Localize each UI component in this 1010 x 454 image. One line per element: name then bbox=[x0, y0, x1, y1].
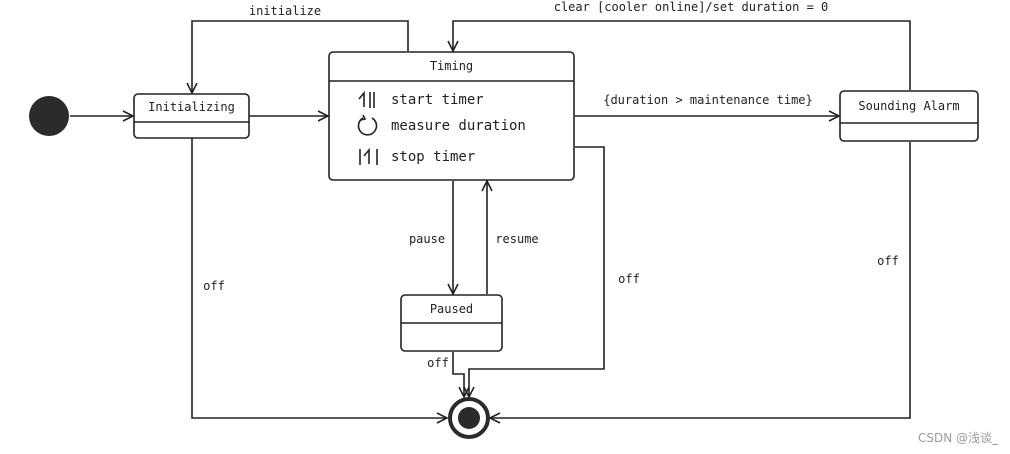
activity-start-timer: start timer bbox=[391, 92, 484, 108]
initial-node bbox=[29, 96, 69, 136]
transition-off-timing bbox=[469, 146, 605, 397]
state-sounding-alarm: Sounding Alarm bbox=[839, 90, 979, 142]
state-initializing: Initializing bbox=[133, 93, 250, 139]
final-node bbox=[448, 397, 490, 439]
label-off-timing: off bbox=[618, 272, 640, 286]
activity-measure-duration: measure duration bbox=[391, 118, 526, 134]
state-paused: Paused bbox=[400, 294, 503, 352]
label-off-alarm: off bbox=[877, 254, 899, 268]
start-timer-icon bbox=[358, 90, 375, 108]
transition-initialize bbox=[192, 20, 409, 93]
transition-off-alarm bbox=[490, 142, 911, 418]
state-initializing-name: Initializing bbox=[148, 100, 235, 114]
activity-stop-timer: stop timer bbox=[391, 149, 475, 165]
state-sounding-alarm-name: Sounding Alarm bbox=[858, 99, 959, 113]
transition-clear bbox=[453, 20, 911, 90]
label-off-initializing: off bbox=[203, 279, 225, 293]
transition-off-paused bbox=[452, 352, 464, 397]
label-off-paused: off bbox=[427, 356, 449, 370]
state-timing: Timing start timer measure duration stop… bbox=[328, 51, 575, 181]
label-guard: {duration > maintenance time} bbox=[603, 93, 813, 107]
label-pause: pause bbox=[409, 232, 445, 246]
state-paused-name: Paused bbox=[430, 302, 473, 316]
stop-timer-icon bbox=[359, 147, 378, 165]
transition-off-initializing bbox=[191, 138, 447, 418]
label-initialize: initialize bbox=[249, 4, 321, 18]
label-resume: resume bbox=[495, 232, 538, 246]
label-clear: clear [cooler online]/set duration = 0 bbox=[554, 0, 829, 14]
state-timing-name: Timing bbox=[430, 59, 473, 73]
watermark: CSDN @浅谈_ bbox=[917, 431, 998, 445]
measure-duration-icon bbox=[357, 114, 378, 136]
